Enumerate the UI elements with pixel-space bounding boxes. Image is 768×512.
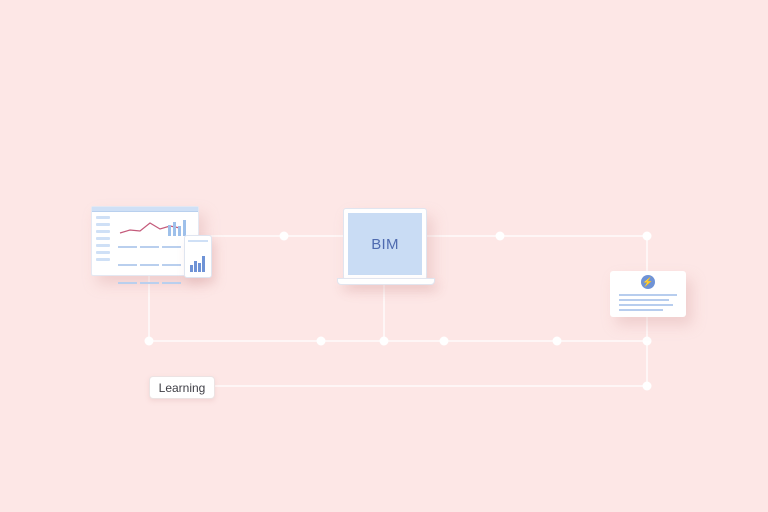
phone-icon	[184, 235, 212, 278]
window-title-bar	[92, 207, 198, 212]
card-text-line	[619, 309, 663, 311]
line-chart-icon	[119, 220, 186, 236]
connector-node	[552, 336, 562, 346]
connector-node	[642, 231, 652, 241]
laptop-label: BIM	[371, 235, 399, 253]
lightning-icon: ⚡	[641, 275, 655, 289]
laptop-icon: BIM	[343, 208, 427, 280]
connector-node	[279, 231, 289, 241]
connector-node	[439, 336, 449, 346]
card-text-line	[619, 299, 669, 301]
connector-node	[316, 336, 326, 346]
card-text-line	[619, 304, 673, 306]
dashboard-sidebar	[96, 216, 110, 265]
card-text-line	[619, 294, 677, 296]
info-card: ⚡	[610, 271, 686, 317]
learning-label-text: Learning	[158, 380, 206, 395]
connector-node	[379, 336, 389, 346]
laptop-base	[337, 278, 435, 285]
dashboard-window-icon	[91, 206, 199, 284]
laptop-display: BIM	[348, 213, 422, 275]
bar-chart-icon	[188, 240, 208, 272]
connector-node	[642, 336, 652, 346]
connector-node	[495, 231, 505, 241]
connector-node	[642, 381, 652, 391]
learning-label: Learning	[149, 376, 215, 399]
connector-node	[144, 336, 154, 346]
dashboard-rows	[118, 239, 188, 293]
